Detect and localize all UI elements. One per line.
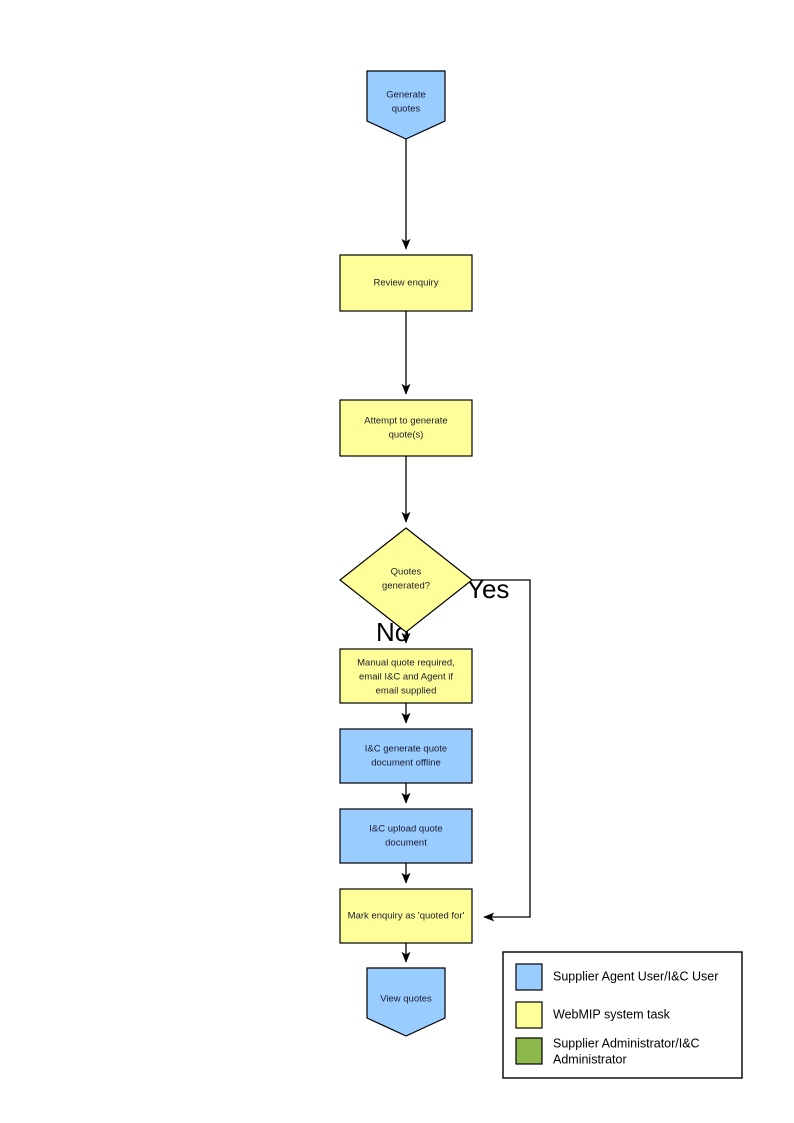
- attempt-to-generate-quotes-label-line2: quote(s): [389, 430, 424, 441]
- legend: Supplier Agent User/I&C User WebMIP syst…: [502, 951, 743, 1079]
- generate-quotes-label-line2: quotes: [392, 104, 421, 115]
- generate-quotes-label-line1: Generate: [386, 90, 426, 101]
- legend-swatch-blue: [515, 963, 543, 991]
- manual-quote-required-label-line3: email supplied: [376, 686, 437, 697]
- attempt-to-generate-quotes-shape: [339, 399, 473, 457]
- legend-label-supplier-administrator-line2: Administrator: [553, 1052, 627, 1066]
- review-enquiry-shape: [339, 254, 473, 312]
- quotes-generated-shape: [339, 527, 473, 633]
- ic-upload-quote-document-label-line1: I&C upload quote: [369, 824, 442, 835]
- legend-label-webmip-system-task: WebMIP system task: [553, 1007, 671, 1021]
- attempt-to-generate-quotes-label-line1: Attempt to generate: [364, 416, 447, 427]
- legend-swatch-yellow: [515, 1001, 543, 1029]
- legend-label-supplier-administrator-line1: Supplier Administrator/I&C: [553, 1036, 700, 1050]
- edges: [401, 139, 531, 963]
- node-mark-enquiry-as-quoted-for[interactable]: Mark enquiry as 'quoted for': [339, 888, 473, 944]
- node-ic-upload-quote-document[interactable]: I&C upload quote document: [339, 808, 473, 864]
- ic-upload-quote-document-label-line2: document: [385, 838, 427, 849]
- node-manual-quote-required[interactable]: Manual quote required, email I&C and Age…: [339, 648, 473, 704]
- view-quotes-label: View quotes: [380, 994, 432, 1005]
- edge-decision-yes-to-mark: [472, 579, 531, 922]
- legend-item-supplier-agent-user: Supplier Agent User/I&C User: [515, 963, 718, 991]
- generate-quotes-shape: [366, 70, 446, 140]
- nodes: Generate quotes Review enquiry Attempt t…: [339, 70, 473, 1037]
- manual-quote-required-shape: [339, 648, 473, 704]
- edge-label-yes: Yes: [467, 574, 509, 604]
- ic-generate-quote-document-offline-shape: [339, 728, 473, 784]
- legend-frame: [502, 951, 743, 1079]
- node-generate-quotes[interactable]: Generate quotes: [366, 70, 446, 140]
- manual-quote-required-label-line1: Manual quote required,: [357, 658, 455, 669]
- mark-enquiry-as-quoted-for-shape: [339, 888, 473, 944]
- node-quotes-generated-decision[interactable]: Quotes generated?: [339, 527, 473, 633]
- ic-generate-quote-document-offline-label-line2: document offline: [371, 758, 441, 769]
- legend-item-webmip-system-task: WebMIP system task: [515, 1001, 671, 1029]
- mark-enquiry-as-quoted-for-label: Mark enquiry as 'quoted for': [348, 911, 465, 922]
- review-enquiry-label: Review enquiry: [374, 278, 439, 289]
- node-review-enquiry[interactable]: Review enquiry: [339, 254, 473, 312]
- node-view-quotes[interactable]: View quotes: [366, 967, 446, 1037]
- view-quotes-shape: [366, 967, 446, 1037]
- legend-swatch-green: [515, 1037, 543, 1065]
- manual-quote-required-label-line2: email I&C and Agent if: [359, 672, 453, 683]
- legend-label-supplier-agent-user: Supplier Agent User/I&C User: [553, 969, 718, 983]
- ic-generate-quote-document-offline-label-line1: I&C generate quote: [365, 744, 447, 755]
- node-attempt-to-generate-quotes[interactable]: Attempt to generate quote(s): [339, 399, 473, 457]
- ic-upload-quote-document-shape: [339, 808, 473, 864]
- legend-item-supplier-administrator: Supplier Administrator/I&C Administrator: [515, 1036, 700, 1066]
- quotes-generated-label-line1: Quotes: [391, 567, 422, 578]
- quotes-generated-label-line2: generated?: [382, 581, 430, 592]
- node-ic-generate-quote-document-offline[interactable]: I&C generate quote document offline: [339, 728, 473, 784]
